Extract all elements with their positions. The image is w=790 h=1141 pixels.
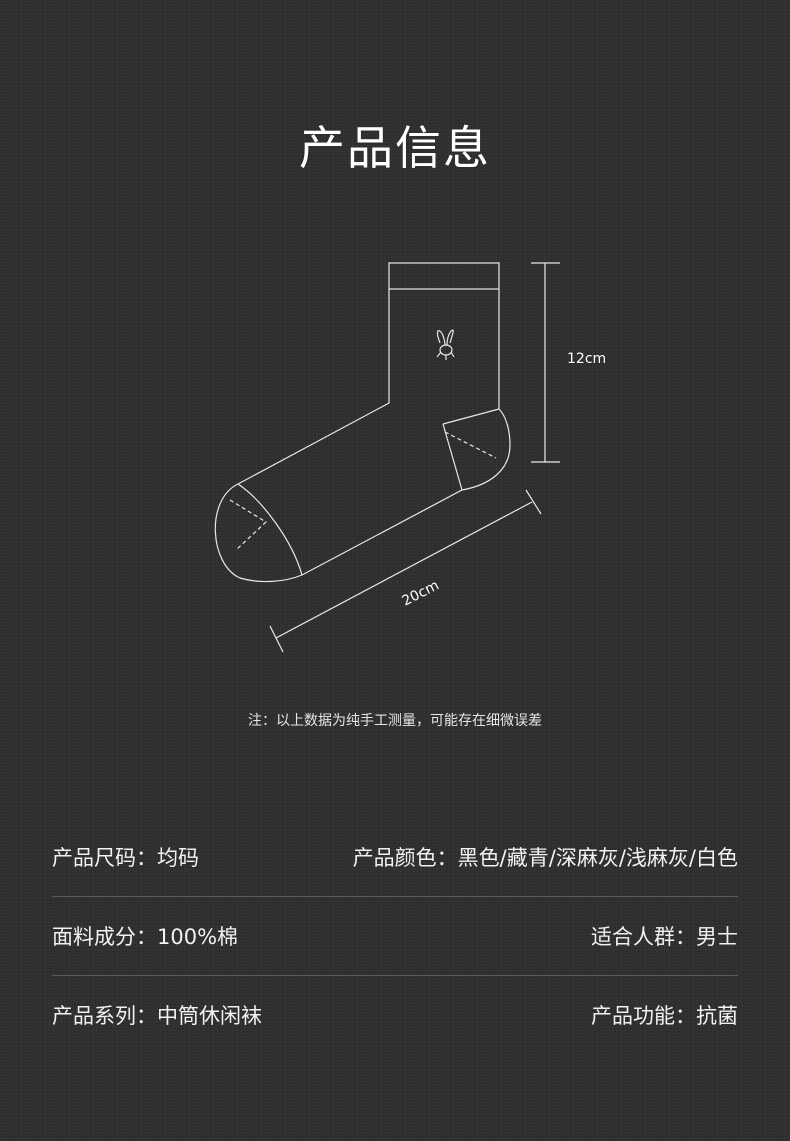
spec-row: 产品系列：中筒休闲袜 产品功能：抗菌	[52, 976, 738, 1054]
divider	[52, 975, 738, 976]
spec-row: 产品尺码：均码 产品颜色：黑色/藏青/深麻灰/浅麻灰/白色	[52, 818, 738, 896]
length-dimension-line	[269, 489, 542, 653]
length-label: 20cm	[400, 578, 442, 610]
sock-body-outline	[214, 289, 511, 583]
sock-size-diagram: 12cm 20cm	[214, 262, 606, 653]
spec-material: 面料成分：100%棉	[52, 925, 239, 949]
height-dimension-line	[531, 262, 560, 463]
page-title: 产品信息	[299, 121, 491, 175]
divider	[52, 896, 738, 897]
spec-row: 面料成分：100%棉 适合人群：男士	[52, 897, 738, 975]
sock-cuff	[388, 262, 500, 290]
measurement-note: 注：以上数据为纯手工测量，可能存在细微误差	[248, 713, 542, 729]
bunny-logo-icon	[436, 329, 455, 360]
spec-color: 产品颜色：黑色/藏青/深麻灰/浅麻灰/白色	[352, 846, 738, 870]
spec-series: 产品系列：中筒休闲袜	[52, 1004, 262, 1028]
spec-function: 产品功能：抗菌	[591, 1004, 738, 1028]
height-label: 12cm	[567, 351, 606, 367]
spec-audience: 适合人群：男士	[591, 925, 738, 949]
spec-size: 产品尺码：均码	[52, 846, 199, 870]
